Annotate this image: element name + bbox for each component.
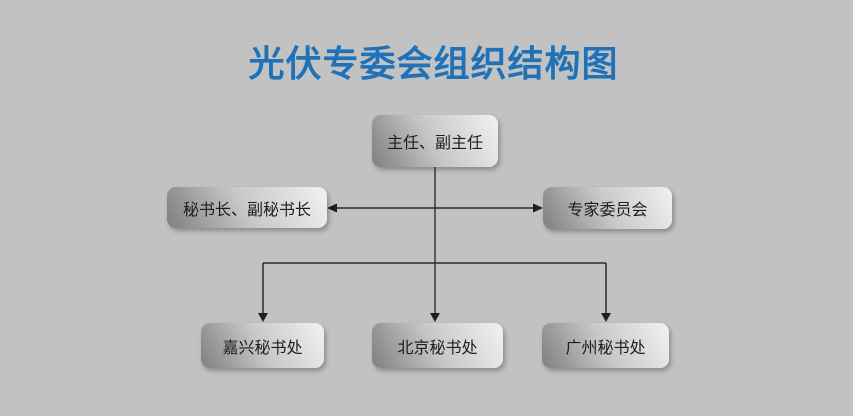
down-arrowhead-middle-icon <box>430 313 440 322</box>
left-arrowhead-icon <box>327 203 337 213</box>
node-jiaxing-secretariat: 嘉兴秘书处 <box>201 323 324 368</box>
node-guangzhou-secretariat: 广州秘书处 <box>542 323 669 368</box>
down-arrowhead-left-icon <box>258 313 268 322</box>
down-arrowhead-right-icon <box>601 313 611 322</box>
node-secretary-general: 秘书长、副秘书长 <box>167 187 327 228</box>
node-expert-committee: 专家委员会 <box>543 187 672 229</box>
right-arrowhead-icon <box>533 203 543 213</box>
node-director: 主任、副主任 <box>372 115 498 167</box>
node-beijing-secretariat: 北京秘书处 <box>372 323 503 368</box>
diagram-title: 光伏专委会组织结构图 <box>248 43 619 85</box>
